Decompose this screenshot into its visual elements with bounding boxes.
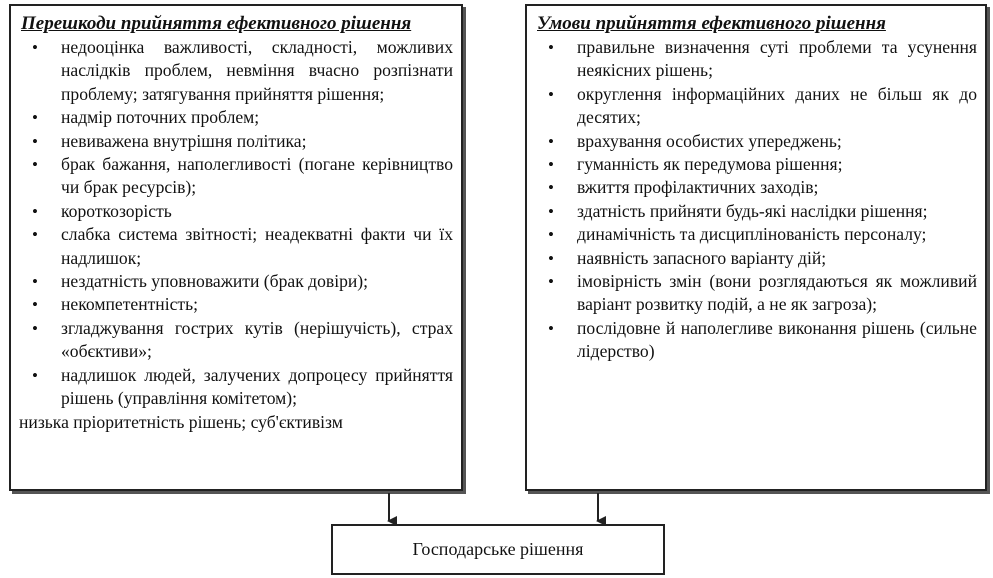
- obstacle-item: нездатність уповноважити (брак довіри);: [19, 270, 453, 294]
- obstacle-item: брак бажання, наполегливості (погане кер…: [19, 153, 453, 200]
- obstacle-item: слабка система звітності; неадекватні фа…: [19, 223, 453, 270]
- obstacle-item: надмір поточних проблем;: [19, 106, 453, 130]
- obstacles-list: недооцінка важливості, складності, можли…: [19, 36, 453, 411]
- condition-item: врахування особистих упереджень;: [535, 130, 977, 154]
- condition-item: округлення інформаційних даних не більш …: [535, 83, 977, 130]
- obstacle-item: короткозорість: [19, 200, 453, 224]
- condition-item: наявність запасного варіанту дій;: [535, 247, 977, 271]
- obstacle-item: некомпетентність;: [19, 293, 453, 317]
- condition-item: вжиття профілактичних заходів;: [535, 176, 977, 200]
- economic-decision-box: Господарське рішення: [331, 524, 665, 575]
- obstacle-item: невиважена внутрішня політика;: [19, 130, 453, 154]
- condition-item: гуманність як передумова рішення;: [535, 153, 977, 177]
- condition-item: правильне визначення суті проблеми та ус…: [535, 36, 977, 83]
- condition-item: послідовне й наполегливе виконання рішен…: [535, 317, 977, 364]
- economic-decision-label: Господарське рішення: [412, 539, 584, 559]
- obstacles-tail: низька пріоритетність рішень; суб'єктиві…: [19, 411, 343, 432]
- obstacle-item: надлишок людей, залучених допроцесу прий…: [19, 364, 453, 411]
- condition-item: динамічність та дисциплінованість персон…: [535, 223, 977, 247]
- obstacles-box: Перешкоди прийняття ефективного рішення …: [9, 4, 463, 491]
- conditions-box: Умови прийняття ефективного рішення прав…: [525, 4, 987, 491]
- obstacles-title: Перешкоди прийняття ефективного рішення: [21, 13, 412, 34]
- conditions-list: правильне визначення суті проблеми та ус…: [535, 36, 977, 364]
- obstacle-item: згладжування гострих кутів (нерішучість)…: [19, 317, 453, 364]
- conditions-title: Умови прийняття ефективного рішення: [537, 13, 886, 34]
- condition-item: здатність прийняти будь-які наслідки ріш…: [535, 200, 977, 224]
- condition-item: імовірність змін (вони розглядаються як …: [535, 270, 977, 317]
- obstacle-item: недооцінка важливості, складності, можли…: [19, 36, 453, 106]
